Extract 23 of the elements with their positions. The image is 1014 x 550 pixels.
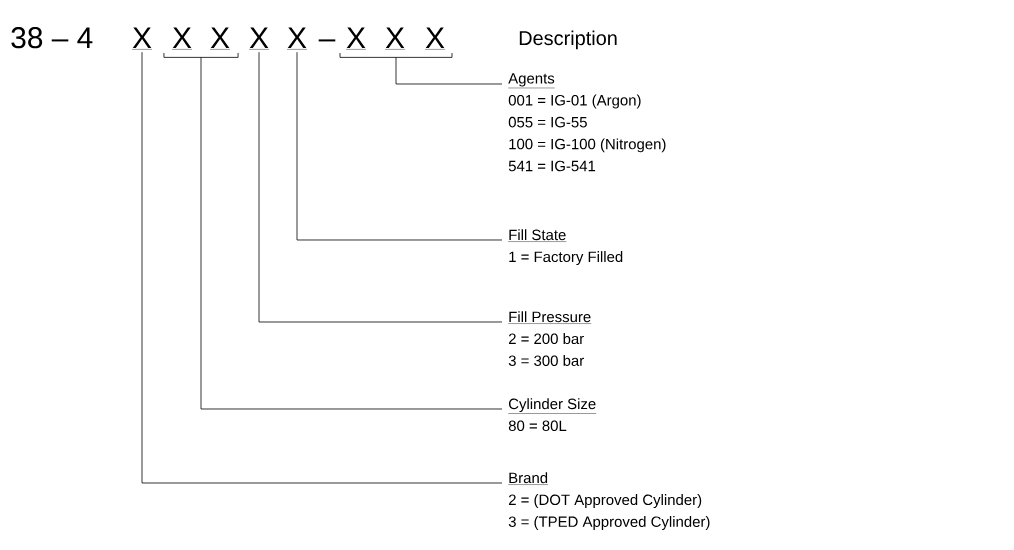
leader-line xyxy=(395,57,503,85)
description-block: Fill State 1 = Factory Filled xyxy=(508,229,623,266)
leader-line xyxy=(258,51,503,323)
heading: Description xyxy=(519,30,617,50)
description-block: Fill Pressure 2 = 200 bar 3 = 300 bar xyxy=(508,311,592,366)
bracket xyxy=(163,52,239,58)
underlined-letter: X xyxy=(248,27,270,50)
underlined-letter: X xyxy=(384,27,406,50)
bracket xyxy=(339,52,453,58)
description-block: Agents 001 = IG-01 (Argon) 055 = IG-55 100 = IG-100 (Nitrogen) 541 = IG-541 xyxy=(508,73,666,172)
underlined-letter: X xyxy=(171,27,193,50)
leader-line xyxy=(141,51,503,484)
description-block: Brand 2 = (DOT Approved Cylinder) 3 = (TPED Approved Cylinder) xyxy=(508,472,710,530)
underlined-letter: X xyxy=(424,27,446,50)
underlined-letter: X xyxy=(345,27,367,50)
underlined-letter: X xyxy=(131,27,153,50)
underlined-letter: X xyxy=(209,27,231,50)
part-number-text: – xyxy=(318,39,336,42)
description-block: Cylinder Size 80 = 80L xyxy=(508,398,597,432)
leader-line xyxy=(296,51,503,241)
part-number-text: 38 – 4 xyxy=(11,27,93,49)
underlined-letter: X xyxy=(286,27,308,50)
leader-line xyxy=(200,57,503,410)
